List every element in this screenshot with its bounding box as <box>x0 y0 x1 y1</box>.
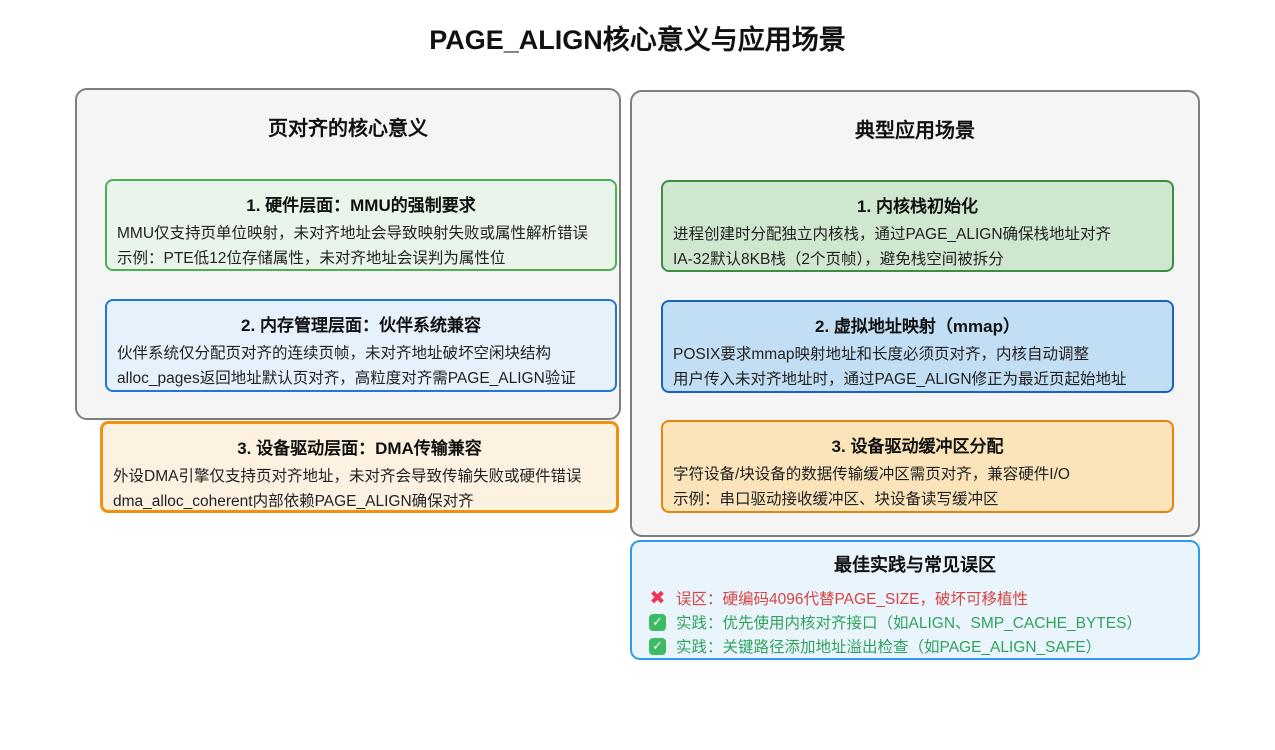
card-line: IA-32默认8KB栈（2个页帧），避免栈空间被拆分 <box>673 251 1004 268</box>
cross-icon: ✖ <box>649 587 666 609</box>
check-icon: ✓ <box>649 637 666 655</box>
best-practices-text: 误区：硬编码4096代替PAGE_SIZE，破坏可移植性 <box>676 591 1028 608</box>
best-practices-item: ✓ 实践：优先使用内核对齐接口（如ALIGN、SMP_CACHE_BYTES） <box>648 610 1182 634</box>
panel-core-meaning-header: 页对齐的核心意义 <box>268 118 428 140</box>
best-practices-text: 实践：优先使用内核对齐接口（如ALIGN、SMP_CACHE_BYTES） <box>676 615 1142 632</box>
card-line: dma_alloc_coherent内部依赖PAGE_ALIGN确保对齐 <box>113 493 474 510</box>
card-line: 示例：PTE低12位存储属性，未对齐地址会误判为属性位 <box>117 250 506 267</box>
panel-core-meaning: 页对齐的核心意义 1. 硬件层面：MMU的强制要求 MMU仅支持页单位映射，未对… <box>75 88 621 420</box>
card-line: 伙伴系统仅分配页对齐的连续页帧，未对齐地址破坏空闲块结构 <box>117 345 552 362</box>
best-practices-item: ✓ 实践：关键路径添加地址溢出检查（如PAGE_ALIGN_SAFE） <box>648 634 1182 658</box>
card-driver-buffer: 3. 设备驱动缓冲区分配 字符设备/块设备的数据传输缓冲区需页对齐，兼容硬件I/… <box>661 420 1174 513</box>
page-title: PAGE_ALIGN核心意义与应用场景 <box>429 25 846 55</box>
card-line: 用户传入未对齐地址时，通过PAGE_ALIGN修正为最近页起始地址 <box>673 371 1127 388</box>
panel-scenarios-header: 典型应用场景 <box>855 120 975 142</box>
check-icon: ✓ <box>649 613 666 631</box>
card-line: 外设DMA引擎仅支持页对齐地址，未对齐会导致传输失败或硬件错误 <box>113 468 582 485</box>
card-hardware-mmu: 1. 硬件层面：MMU的强制要求 MMU仅支持页单位映射，未对齐地址会导致映射失… <box>105 179 617 271</box>
card-memory-buddy: 2. 内存管理层面：伙伴系统兼容 伙伴系统仅分配页对齐的连续页帧，未对齐地址破坏… <box>105 299 617 392</box>
card-title: 1. 硬件层面：MMU的强制要求 <box>246 196 476 215</box>
best-practices-item: ✖ 误区：硬编码4096代替PAGE_SIZE，破坏可移植性 <box>648 586 1182 610</box>
card-line: 进程创建时分配独立内核栈，通过PAGE_ALIGN确保栈地址对齐 <box>673 226 1112 243</box>
card-line: 字符设备/块设备的数据传输缓冲区需页对齐，兼容硬件I/O <box>673 466 1070 483</box>
card-line: alloc_pages返回地址默认页对齐，高粒度对齐需PAGE_ALIGN验证 <box>117 370 576 387</box>
card-title: 1. 内核栈初始化 <box>857 197 978 216</box>
card-line: 示例：串口驱动接收缓冲区、块设备读写缓冲区 <box>673 491 999 508</box>
card-mmap: 2. 虚拟地址映射（mmap） POSIX要求mmap映射地址和长度必须页对齐，… <box>661 300 1174 393</box>
card-title: 2. 内存管理层面：伙伴系统兼容 <box>241 316 481 335</box>
card-kernel-stack: 1. 内核栈初始化 进程创建时分配独立内核栈，通过PAGE_ALIGN确保栈地址… <box>661 180 1174 272</box>
panel-scenarios: 典型应用场景 1. 内核栈初始化 进程创建时分配独立内核栈，通过PAGE_ALI… <box>630 90 1200 537</box>
card-driver-dma: 3. 设备驱动层面：DMA传输兼容 外设DMA引擎仅支持页对齐地址，未对齐会导致… <box>100 421 619 513</box>
card-title: 3. 设备驱动层面：DMA传输兼容 <box>237 439 482 458</box>
card-line: POSIX要求mmap映射地址和长度必须页对齐，内核自动调整 <box>673 346 1089 363</box>
best-practices-header: 最佳实践与常见误区 <box>834 555 996 575</box>
card-title: 3. 设备驱动缓冲区分配 <box>831 437 1004 456</box>
best-practices-box: 最佳实践与常见误区 ✖ 误区：硬编码4096代替PAGE_SIZE，破坏可移植性… <box>630 540 1200 660</box>
card-line: MMU仅支持页单位映射，未对齐地址会导致映射失败或属性解析错误 <box>117 225 589 242</box>
card-title: 2. 虚拟地址映射（mmap） <box>815 317 1020 336</box>
best-practices-text: 实践：关键路径添加地址溢出检查（如PAGE_ALIGN_SAFE） <box>676 639 1102 656</box>
